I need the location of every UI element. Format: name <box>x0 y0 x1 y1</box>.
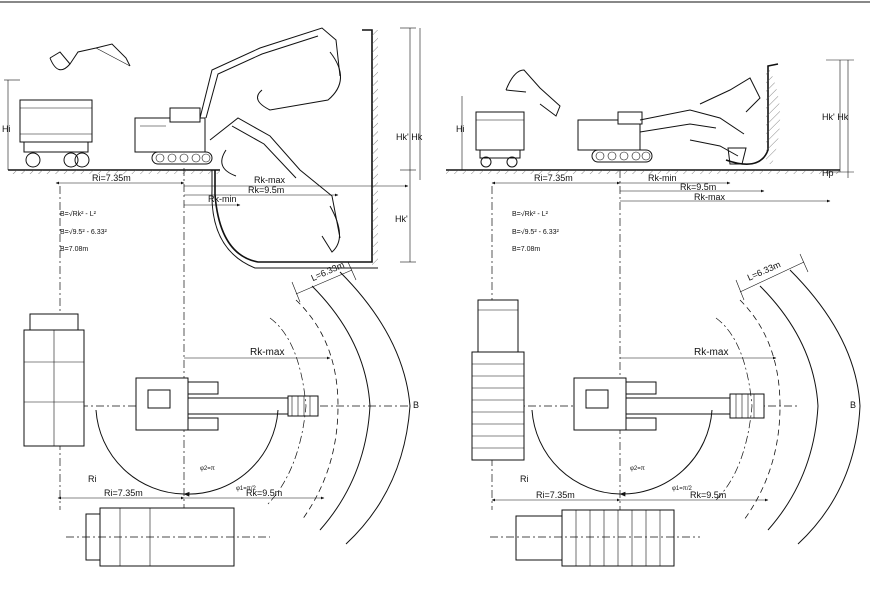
left-hk-label: Hk' Hk <box>396 132 423 142</box>
right-formula-line2: B=√9.5² - 6.33² <box>512 228 560 236</box>
right-hi-label: Hi <box>456 124 465 134</box>
left-rkmax-plan-label: Rk-max <box>250 347 284 358</box>
excavator-elevation <box>134 27 341 253</box>
bucket-sketch <box>49 43 131 71</box>
left-elevation: Hi Hk' Hk Hk' Ri=7.35m Rk-max Rk=9.5m Rk… <box>2 27 423 269</box>
left-formula-line2: B=√9.5² - 6.33² <box>60 228 108 236</box>
right-formula-line1: B=√Rk² - L² <box>512 210 549 218</box>
right-rk-elev-label: Rk=9.5m <box>680 182 716 192</box>
left-rkmax-elev-label: Rk-max <box>254 175 285 185</box>
left-plan: L=6.33m Rk-max B Ri φ2=π φ1=π/2 Ri=7.35m… <box>23 260 419 567</box>
left-rkmin-elev-label: Rk-min <box>208 194 237 204</box>
left-rk-plan-label: Rk=9.5m <box>246 488 282 498</box>
right-l-dim-label: L=6.33m <box>746 259 782 282</box>
right-formula: B=√Rk² - L² B=√9.5² - 6.33² B=7.08m <box>512 210 560 253</box>
left-hi-label: Hi <box>2 124 11 134</box>
left-ri-vertical-label: Ri <box>88 474 97 484</box>
right-elevation: Hi Hk' Hk Hp Ri=7.35m Rk-min Rk=9.5m Rk-… <box>446 59 854 203</box>
right-phi2-label: φ2=π <box>630 466 645 472</box>
right-dump-truck-elevation <box>475 111 525 168</box>
left-formula-line1: B=√Rk² - L² <box>60 210 97 218</box>
right-rkmin-elev-label: Rk-min <box>648 173 677 183</box>
right-rk-plan-label: Rk=9.5m <box>690 490 726 500</box>
right-excavator-elevation <box>577 77 761 165</box>
right-bucket-sketch <box>505 69 561 117</box>
left-phi1-label: φ1=π/2 <box>236 486 257 492</box>
dump-truck-elevation <box>19 99 93 168</box>
left-ri-plan-label: Ri=7.35m <box>104 488 143 498</box>
left-ri-elev-label: Ri=7.35m <box>92 173 131 183</box>
left-phi2-label: φ2=π <box>200 466 215 472</box>
left-formula-line3: B=7.08m <box>60 246 88 253</box>
right-rkmax-elev-label: Rk-max <box>694 192 725 202</box>
right-phi1-label: φ1=π/2 <box>672 486 693 492</box>
right-rkmax-plan-label: Rk-max <box>694 347 728 358</box>
left-l-dim-label: L=6.33m <box>309 260 345 283</box>
right-plan: L=6.33m Rk-max B Ri φ2=π φ1=π/2 Ri=7.35m… <box>471 253 861 567</box>
right-hp-label: Hp <box>822 168 834 178</box>
right-ri-elev-label: Ri=7.35m <box>534 173 573 183</box>
left-formula: B=√Rk² - L² B=√9.5² - 6.33² B=7.08m <box>60 210 108 253</box>
right-ri-plan-label: Ri=7.35m <box>536 490 575 500</box>
left-b-label: B <box>413 400 419 410</box>
left-rk-elev-label: Rk=9.5m <box>248 185 284 195</box>
right-hk-label: Hk' Hk <box>822 112 849 122</box>
right-ri-vertical-label: Ri <box>520 474 529 484</box>
right-formula-line3: B=7.08m <box>512 246 540 253</box>
left-hk-prime-lower-label: Hk' <box>395 214 408 224</box>
right-b-label: B <box>850 400 856 410</box>
